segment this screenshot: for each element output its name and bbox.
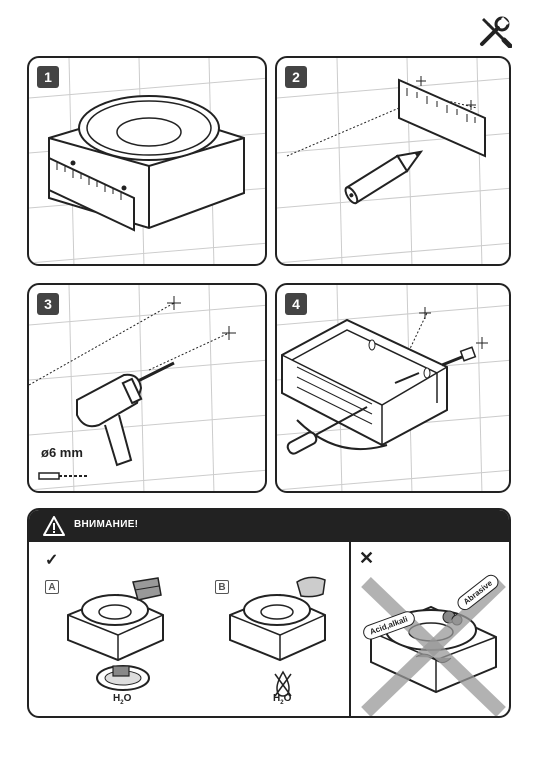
- step-1-number: 1: [37, 66, 59, 88]
- option-b-illustration: [229, 576, 326, 697]
- step-3-number: 3: [37, 293, 59, 315]
- check-mark-icon: ✓: [45, 552, 59, 569]
- step-3-panel: 3 ø6 mm: [27, 283, 267, 493]
- warning-box: ВНИМАНИЕ! ✓ A H2O B H2O: [27, 508, 511, 718]
- warning-header: ВНИМАНИЕ!: [29, 510, 509, 542]
- cross-mark-icon: ✕: [359, 548, 375, 568]
- step-4-panel: 4: [275, 283, 511, 493]
- option-a-illustration: [67, 577, 164, 691]
- step-1-panel: 1: [27, 56, 267, 266]
- warning-triangle-icon: [43, 516, 65, 536]
- h2o-label-b: H2O: [273, 693, 292, 706]
- tools-icon: [480, 16, 512, 48]
- warning-title: ВНИМАНИЕ!: [74, 519, 139, 530]
- step-4-number: 4: [285, 293, 307, 315]
- step-1-illustration: [29, 58, 265, 264]
- option-a-label: A: [45, 580, 59, 594]
- step-2-panel: 2: [275, 56, 511, 266]
- step-2-number: 2: [285, 66, 307, 88]
- h2o-label-a: H2O: [113, 693, 132, 706]
- warning-divider: [349, 542, 351, 716]
- step-3-illustration: [29, 285, 265, 491]
- option-b-label: B: [215, 580, 229, 594]
- step-2-illustration: [277, 58, 509, 264]
- step-4-illustration: [277, 285, 509, 491]
- drill-size-label: ø6 mm: [41, 445, 83, 460]
